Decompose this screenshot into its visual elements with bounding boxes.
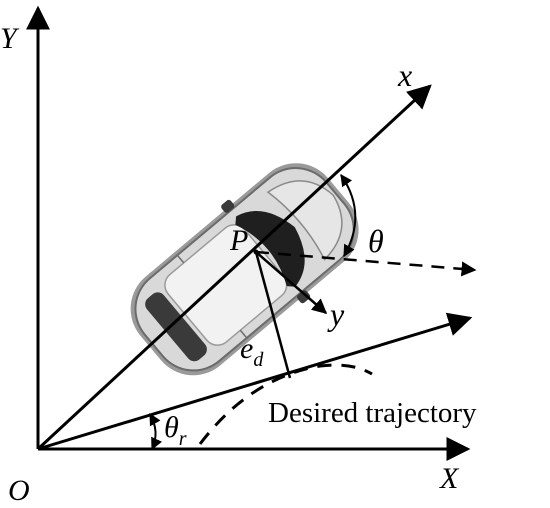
body-y-label: y xyxy=(327,296,345,332)
car-rear-window xyxy=(145,292,207,362)
heading-reference-dashed xyxy=(255,250,477,277)
reference-angle-arc xyxy=(149,412,163,451)
car-door-line xyxy=(176,254,185,264)
reference-direction-line xyxy=(37,312,473,451)
lateral-error-label: ed xyxy=(240,332,264,371)
heading-angle-arc xyxy=(340,174,357,258)
reference-angle-symbol: θ xyxy=(164,411,179,444)
lateral-error-subscript: d xyxy=(253,349,264,371)
desired-trajectory-curve xyxy=(198,363,373,445)
car-door-line xyxy=(239,329,248,339)
car-mirror-left xyxy=(221,199,235,213)
trajectory-label: Desired trajectory xyxy=(268,397,477,429)
axis-y-label: Y xyxy=(0,22,20,55)
reference-angle-subscript: r xyxy=(179,428,187,450)
point-p-label: P xyxy=(229,224,248,257)
body-x-label: x xyxy=(397,57,412,93)
body-x-axis xyxy=(36,84,432,451)
point-p-marker xyxy=(253,249,259,255)
lateral-error-symbol: e xyxy=(240,332,253,365)
car-mirror-right xyxy=(297,290,311,304)
origin-label: O xyxy=(8,474,30,507)
car-windshield xyxy=(235,211,305,287)
reference-angle-label: θr xyxy=(164,411,187,450)
body-y-axis xyxy=(255,251,328,314)
lateral-error-line xyxy=(254,251,292,379)
axis-x-label: X xyxy=(439,462,460,495)
heading-angle-label: θ xyxy=(368,223,384,259)
